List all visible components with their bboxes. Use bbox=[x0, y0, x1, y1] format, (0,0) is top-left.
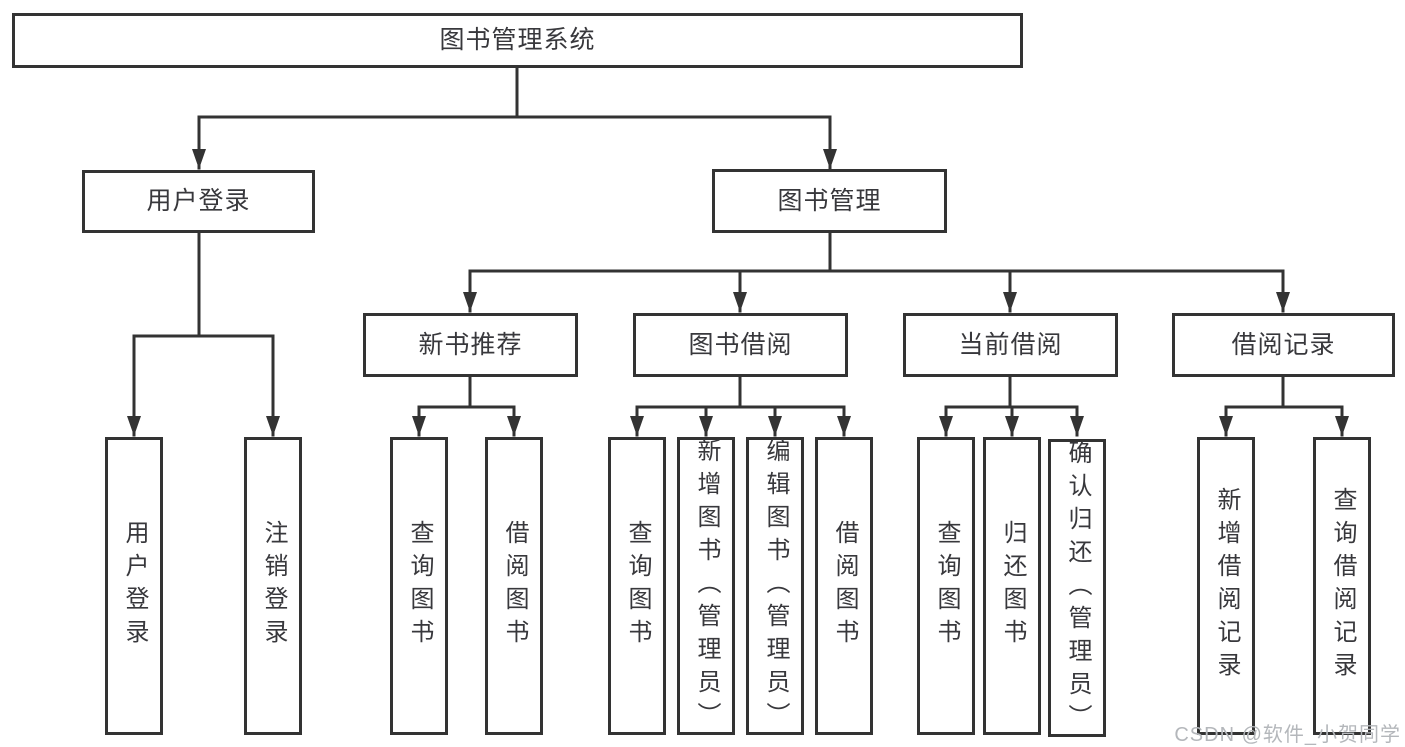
leaf-search-borrow-record-label: 查询借阅记录 bbox=[1329, 487, 1356, 685]
node-borrow-records: 借阅记录 bbox=[1172, 313, 1395, 377]
node-new-book-recommend: 新书推荐 bbox=[363, 313, 578, 377]
leaf-add-book-admin-label: 新增图书（管理员） bbox=[693, 437, 720, 735]
leaf-borrow-books-2-label: 借阅图书 bbox=[831, 520, 858, 652]
leaf-borrow-books-1: 借阅图书 bbox=[485, 437, 543, 735]
connector-root-to-level2 bbox=[192, 66, 837, 170]
leaf-return-book-label: 归还图书 bbox=[999, 520, 1026, 652]
node-root-label: 图书管理系统 bbox=[439, 26, 596, 54]
leaf-user-login-label: 用户登录 bbox=[121, 520, 148, 652]
leaf-edit-book-admin: 编辑图书（管理员） bbox=[746, 437, 804, 735]
node-root: 图书管理系统 bbox=[12, 13, 1023, 68]
connector-book-management-to-level3 bbox=[463, 231, 1290, 313]
leaf-edit-book-admin-label: 编辑图书（管理员） bbox=[762, 437, 789, 735]
leaf-search-books-2: 查询图书 bbox=[608, 437, 666, 735]
leaf-add-book-admin: 新增图书（管理员） bbox=[677, 437, 735, 735]
node-book-borrow: 图书借阅 bbox=[633, 313, 848, 377]
connector-book-borrow-to-leaves bbox=[630, 375, 851, 437]
csdn-watermark: CSDN @软件_小贺同学 bbox=[1174, 724, 1401, 746]
leaf-confirm-return-admin: 确认归还（管理员） bbox=[1048, 439, 1106, 737]
leaf-logout: 注销登录 bbox=[244, 437, 302, 735]
node-user-login-label: 用户登录 bbox=[146, 187, 251, 215]
leaf-confirm-return-admin-label: 确认归还（管理员） bbox=[1064, 439, 1091, 737]
connector-user-login-to-leaves bbox=[127, 231, 280, 437]
node-book-borrow-label: 图书借阅 bbox=[688, 330, 793, 359]
leaf-borrow-books-2: 借阅图书 bbox=[815, 437, 873, 735]
leaf-logout-label: 注销登录 bbox=[260, 520, 287, 652]
leaf-search-books-2-label: 查询图书 bbox=[624, 520, 651, 652]
node-user-login: 用户登录 bbox=[82, 170, 315, 233]
connector-borrow-records-to-leaves bbox=[1219, 375, 1349, 437]
leaf-search-books-3: 查询图书 bbox=[917, 437, 975, 735]
connector-current-borrow-to-leaves bbox=[939, 375, 1084, 437]
node-borrow-records-label: 借阅记录 bbox=[1231, 330, 1336, 359]
leaf-add-borrow-record-label: 新增借阅记录 bbox=[1213, 487, 1240, 685]
connector-new-book-recommend-to-leaves bbox=[412, 375, 521, 437]
leaf-return-book: 归还图书 bbox=[983, 437, 1041, 735]
leaf-search-borrow-record: 查询借阅记录 bbox=[1313, 437, 1371, 735]
leaf-user-login: 用户登录 bbox=[105, 437, 163, 735]
leaf-borrow-books-1-label: 借阅图书 bbox=[501, 520, 528, 652]
leaf-search-books-1-label: 查询图书 bbox=[406, 520, 433, 652]
node-current-borrow: 当前借阅 bbox=[903, 313, 1118, 377]
node-current-borrow-label: 当前借阅 bbox=[958, 330, 1063, 359]
node-new-book-recommend-label: 新书推荐 bbox=[418, 330, 523, 359]
node-book-management-label: 图书管理 bbox=[777, 186, 882, 215]
leaf-add-borrow-record: 新增借阅记录 bbox=[1197, 437, 1255, 735]
leaf-search-books-1: 查询图书 bbox=[390, 437, 448, 735]
node-book-management: 图书管理 bbox=[712, 169, 947, 233]
leaf-search-books-3-label: 查询图书 bbox=[933, 520, 960, 652]
